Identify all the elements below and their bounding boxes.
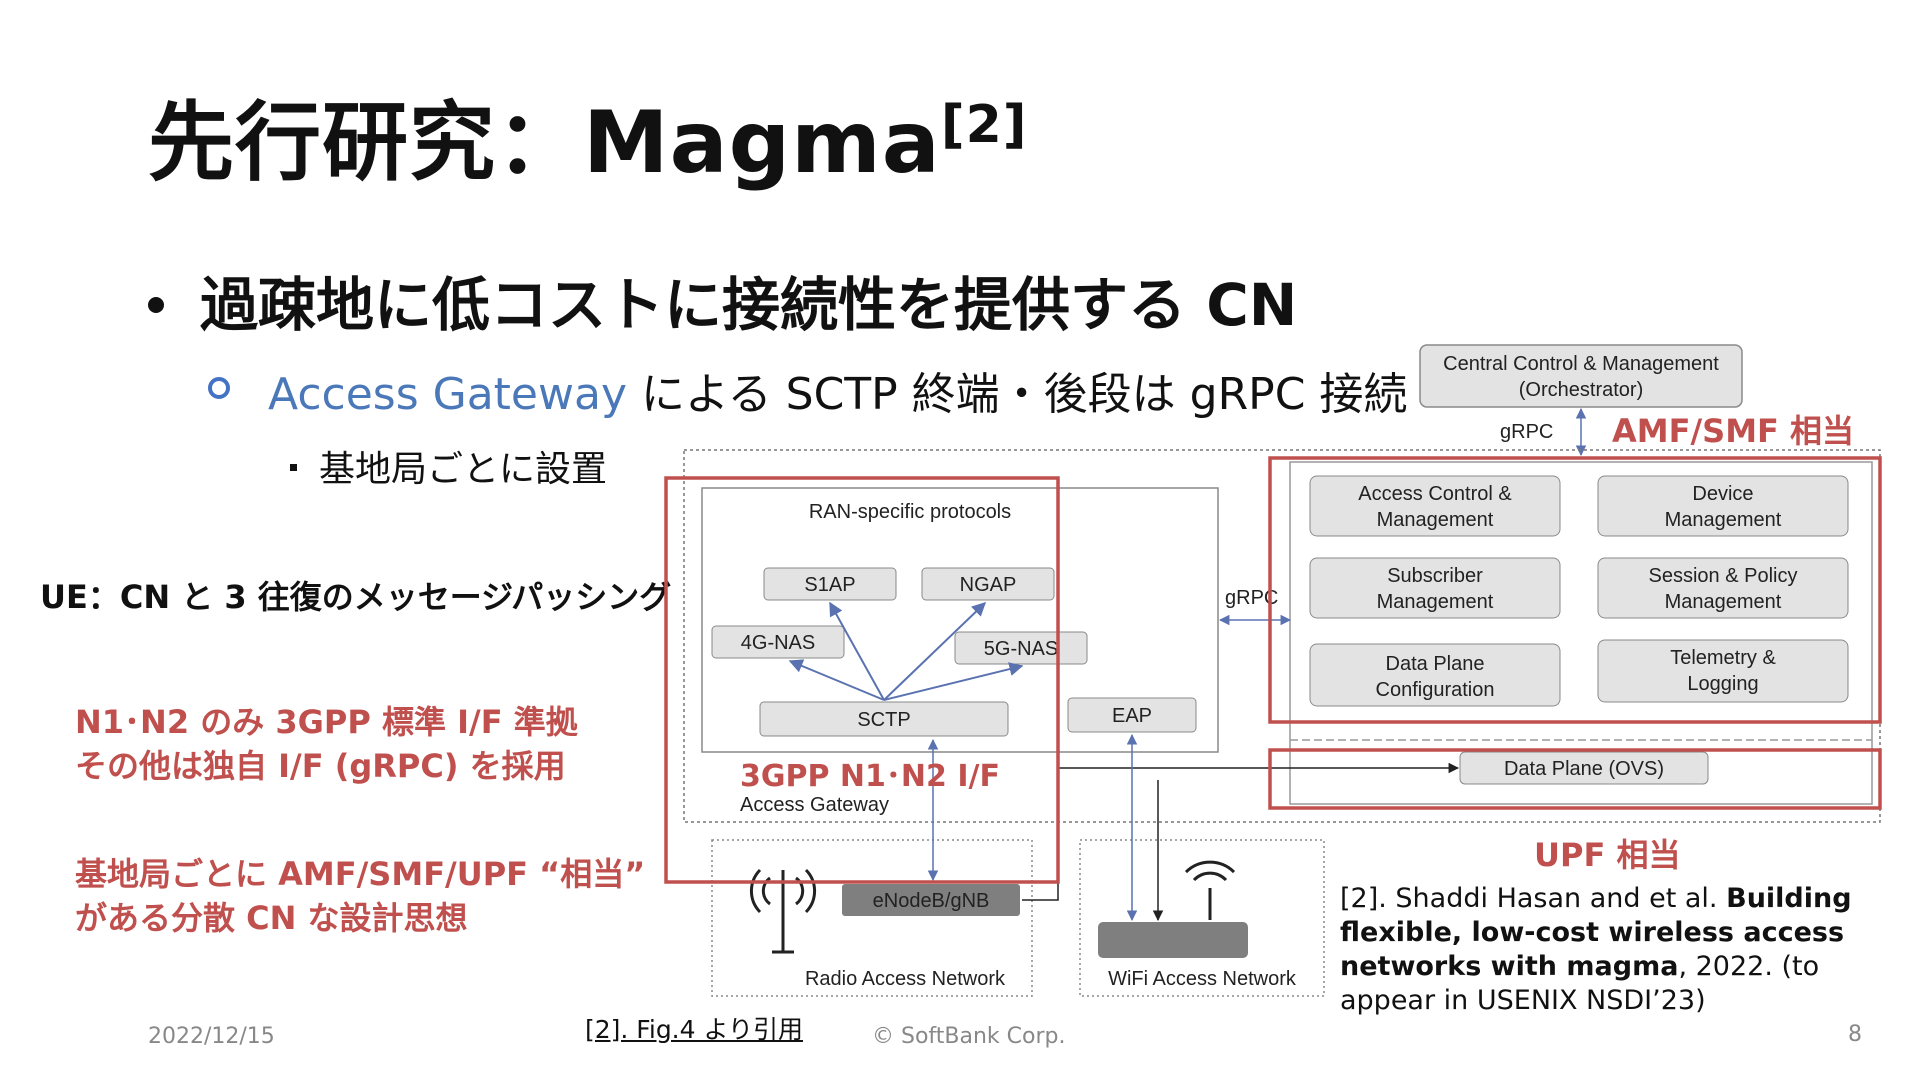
title-reference: [2]	[940, 95, 1028, 155]
wifi-label: WiFi Access Network	[1108, 968, 1297, 990]
data-plane-config-box	[1309, 643, 1561, 707]
slide-title: 先行研究：Magma[2]	[148, 93, 1028, 193]
protocol-arrows	[788, 601, 1024, 701]
distributed-note-line1: 基地局ごとに AMF/SMF/UPF “相当”	[75, 855, 646, 893]
nas4g-box	[711, 625, 845, 659]
session-policy-label-1: Session & Policy	[1649, 565, 1798, 587]
subscriber-management-box	[1309, 557, 1561, 619]
access-gateway-label: Access Gateway	[740, 794, 889, 816]
n1n2-label: 3GPP N1･N2 I/F	[740, 759, 1000, 794]
wifi-router-icon	[1098, 922, 1248, 958]
nas4g-label: 4G-NAS	[741, 632, 815, 654]
ran-label: Radio Access Network	[805, 968, 1006, 990]
telemetry-box	[1597, 639, 1849, 703]
grpc-mid-label: gRPC	[1225, 587, 1278, 609]
dp-config-label-1: Data Plane	[1386, 653, 1485, 675]
amf-smf-highlight-box	[1268, 456, 1882, 724]
access-control-label-2: Management	[1377, 509, 1494, 531]
core-service-boxes	[1309, 475, 1849, 707]
data-plane-label: Data Plane (OVS)	[1504, 758, 1664, 780]
nas5g-label: 5G-NAS	[984, 638, 1058, 660]
orchestrator-box	[1419, 344, 1743, 408]
upf-highlight-box	[1268, 748, 1882, 810]
enodeb-box	[842, 884, 1020, 916]
amf-smf-label: AMF/SMF 相当	[1612, 412, 1854, 450]
bullet3-text: 基地局ごとに設置	[319, 449, 608, 490]
subscriber-label-2: Management	[1377, 591, 1494, 613]
wifi-signal-icon	[1184, 860, 1236, 920]
bullet-square-icon	[290, 464, 297, 471]
dp-config-label-2: Configuration	[1376, 679, 1495, 701]
sctp-box	[759, 701, 1009, 737]
bullet-level3: 基地局ごとに設置	[290, 440, 607, 492]
ran-protocols-label: RAN-specific protocols	[809, 501, 1011, 523]
core-services-box	[1289, 461, 1873, 805]
subscriber-label-1: Subscriber	[1387, 565, 1483, 587]
device-management-label-2: Management	[1665, 509, 1782, 531]
ue-note: UE：CN と 3 往復のメッセージパッシング	[40, 578, 672, 616]
access-control-label-1: Access Control &	[1358, 483, 1512, 505]
orchestrator-label-1: Central Control & Management	[1443, 353, 1719, 375]
reference-title: Building flexible, low-cost wireless acc…	[1340, 883, 1852, 982]
figure-citation-link[interactable]: [2]. Fig.4 より引用	[585, 1015, 803, 1044]
access-control-box	[1309, 475, 1561, 537]
session-policy-box	[1597, 557, 1849, 619]
upf-label: UPF 相当	[1534, 836, 1680, 874]
n1n2-note-line1: N1･N2 のみ 3GPP 標準 I/F 準拠	[75, 703, 578, 741]
reference-suffix: , 2022. (to appear in USENIX NSDI’23)	[1340, 951, 1820, 1016]
distributed-note-line2: がある分散 CN な設計思想	[75, 899, 468, 937]
ngap-box	[921, 567, 1055, 601]
bullet2-highlight: Access Gateway	[268, 369, 627, 420]
data-plane-box	[1459, 751, 1709, 785]
session-policy-label-2: Management	[1665, 591, 1782, 613]
enodeb-dataplane-line	[1022, 768, 1059, 901]
eap-box	[1067, 697, 1197, 733]
reference-citation: [2]. Shaddi Hasan and et al. Building fl…	[1340, 882, 1920, 1018]
bullet-level1: 過疎地に低コストに接続性を提供する CN	[148, 258, 1297, 342]
reference-prefix: [2]. Shaddi Hasan and et al.	[1340, 883, 1727, 914]
device-management-label-1: Device	[1692, 483, 1753, 505]
bullet-dot-icon	[148, 297, 164, 313]
sctp-label: SCTP	[857, 709, 910, 731]
n1n2-highlight-box	[664, 476, 1060, 884]
telemetry-label-1: Telemetry &	[1670, 647, 1776, 669]
ngap-label: NGAP	[960, 574, 1017, 596]
enodeb-label: eNodeB/gNB	[873, 890, 990, 912]
page-number: 8	[1848, 1022, 1862, 1047]
ran-protocols-box	[701, 487, 1219, 753]
bullet2-text: による SCTP 終端・後段は gRPC 接続	[626, 369, 1408, 420]
ran-box	[711, 839, 1033, 997]
orchestrator-label-2: (Orchestrator)	[1519, 379, 1643, 401]
footer-date: 2022/12/15	[148, 1024, 275, 1049]
bullet-level2: Access Gateway による SCTP 終端・後段は gRPC 接続	[208, 358, 1407, 422]
s1ap-box	[763, 567, 897, 601]
antenna-icon	[749, 868, 817, 954]
grpc-top-label: gRPC	[1500, 421, 1553, 443]
distributed-cn-note: 基地局ごとに AMF/SMF/UPF “相当” がある分散 CN な設計思想	[75, 852, 645, 940]
wifi-box	[1079, 839, 1325, 997]
footer-copyright: © SoftBank Corp.	[872, 1024, 1066, 1049]
bullet-ring-icon	[208, 377, 230, 399]
eap-label: EAP	[1112, 705, 1152, 727]
s1ap-label: S1AP	[804, 574, 855, 596]
telemetry-label-2: Logging	[1687, 673, 1758, 695]
bullet1-text: 過疎地に低コストに接続性を提供する CN	[200, 271, 1298, 339]
n1n2-note-line2: その他は独自 I/F (gRPC) を採用	[75, 747, 566, 785]
n1n2-note: N1･N2 のみ 3GPP 標準 I/F 準拠 その他は独自 I/F (gRPC…	[75, 700, 578, 788]
device-management-box	[1597, 475, 1849, 537]
